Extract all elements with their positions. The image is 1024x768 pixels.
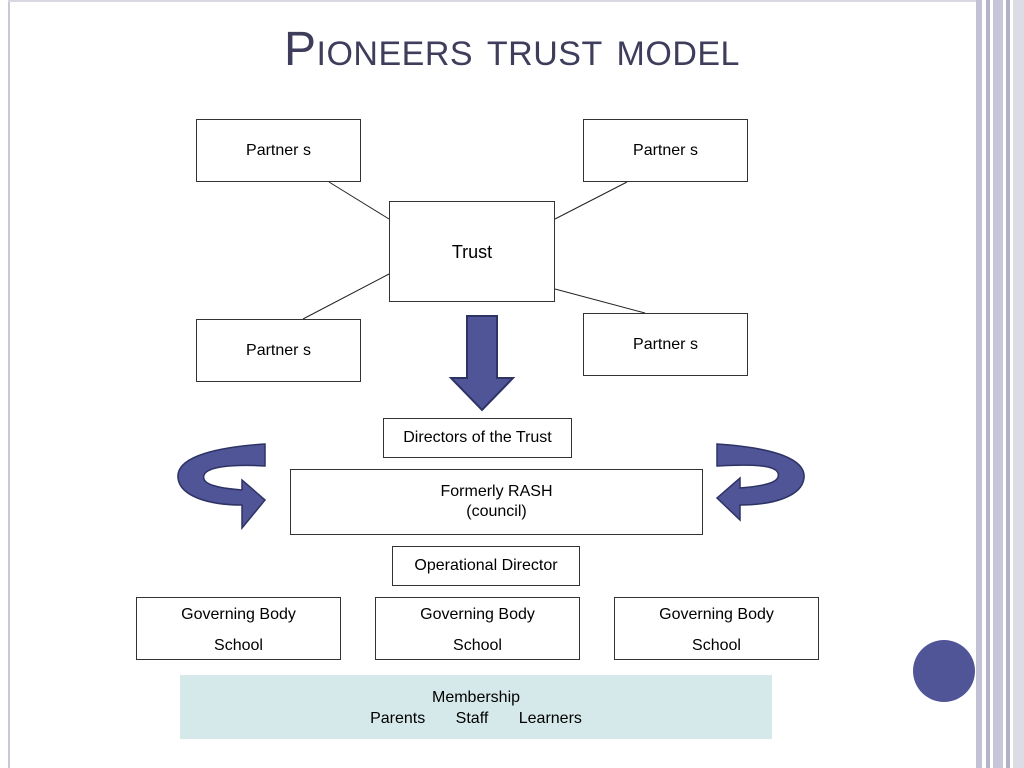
down-arrow-icon xyxy=(448,315,516,412)
directors-box: Directors of the Trust xyxy=(383,418,572,458)
membership-group: Learners xyxy=(518,710,582,727)
connector-line xyxy=(302,273,390,320)
decorative-stripes xyxy=(976,0,1024,768)
rash-line1: Formerly RASH xyxy=(440,483,553,500)
membership-group: Staff xyxy=(455,710,489,727)
partner-box: Partner s xyxy=(583,119,748,182)
governing-body-box: Governing Body School xyxy=(375,597,580,660)
decorative-circle xyxy=(913,640,975,702)
connector-line xyxy=(328,181,390,220)
governing-body-box: Governing Body School xyxy=(614,597,819,660)
rash-council-box: Formerly RASH (council) xyxy=(290,469,703,535)
governing-body-box: Governing Body School xyxy=(136,597,341,660)
membership-group: Parents xyxy=(370,710,426,727)
slide-frame-top xyxy=(8,0,978,2)
governing-body-label: Governing Body xyxy=(659,606,774,623)
operational-director-box: Operational Director xyxy=(392,546,580,586)
connector-line xyxy=(554,181,628,220)
school-label: School xyxy=(692,637,741,654)
school-label: School xyxy=(214,637,263,654)
partner-box: Partner s xyxy=(583,313,748,376)
partner-box: Partner s xyxy=(196,119,361,182)
connector-line xyxy=(554,288,646,314)
governing-body-label: Governing Body xyxy=(181,606,296,623)
school-label: School xyxy=(453,637,502,654)
slide-frame-left xyxy=(8,0,10,768)
curved-arrow-left-icon xyxy=(177,443,267,531)
membership-panel: Membership Parents Staff Learners xyxy=(180,675,772,739)
partner-box: Partner s xyxy=(196,319,361,382)
governing-body-label: Governing Body xyxy=(420,606,535,623)
membership-heading: Membership xyxy=(431,689,521,706)
membership-groups: Parents Staff Learners xyxy=(180,708,772,729)
rash-line2: (council) xyxy=(466,503,527,520)
curved-arrow-right-icon xyxy=(715,443,805,522)
trust-box: Trust xyxy=(389,201,555,302)
slide-title: Pioneers trust model xyxy=(284,23,740,76)
